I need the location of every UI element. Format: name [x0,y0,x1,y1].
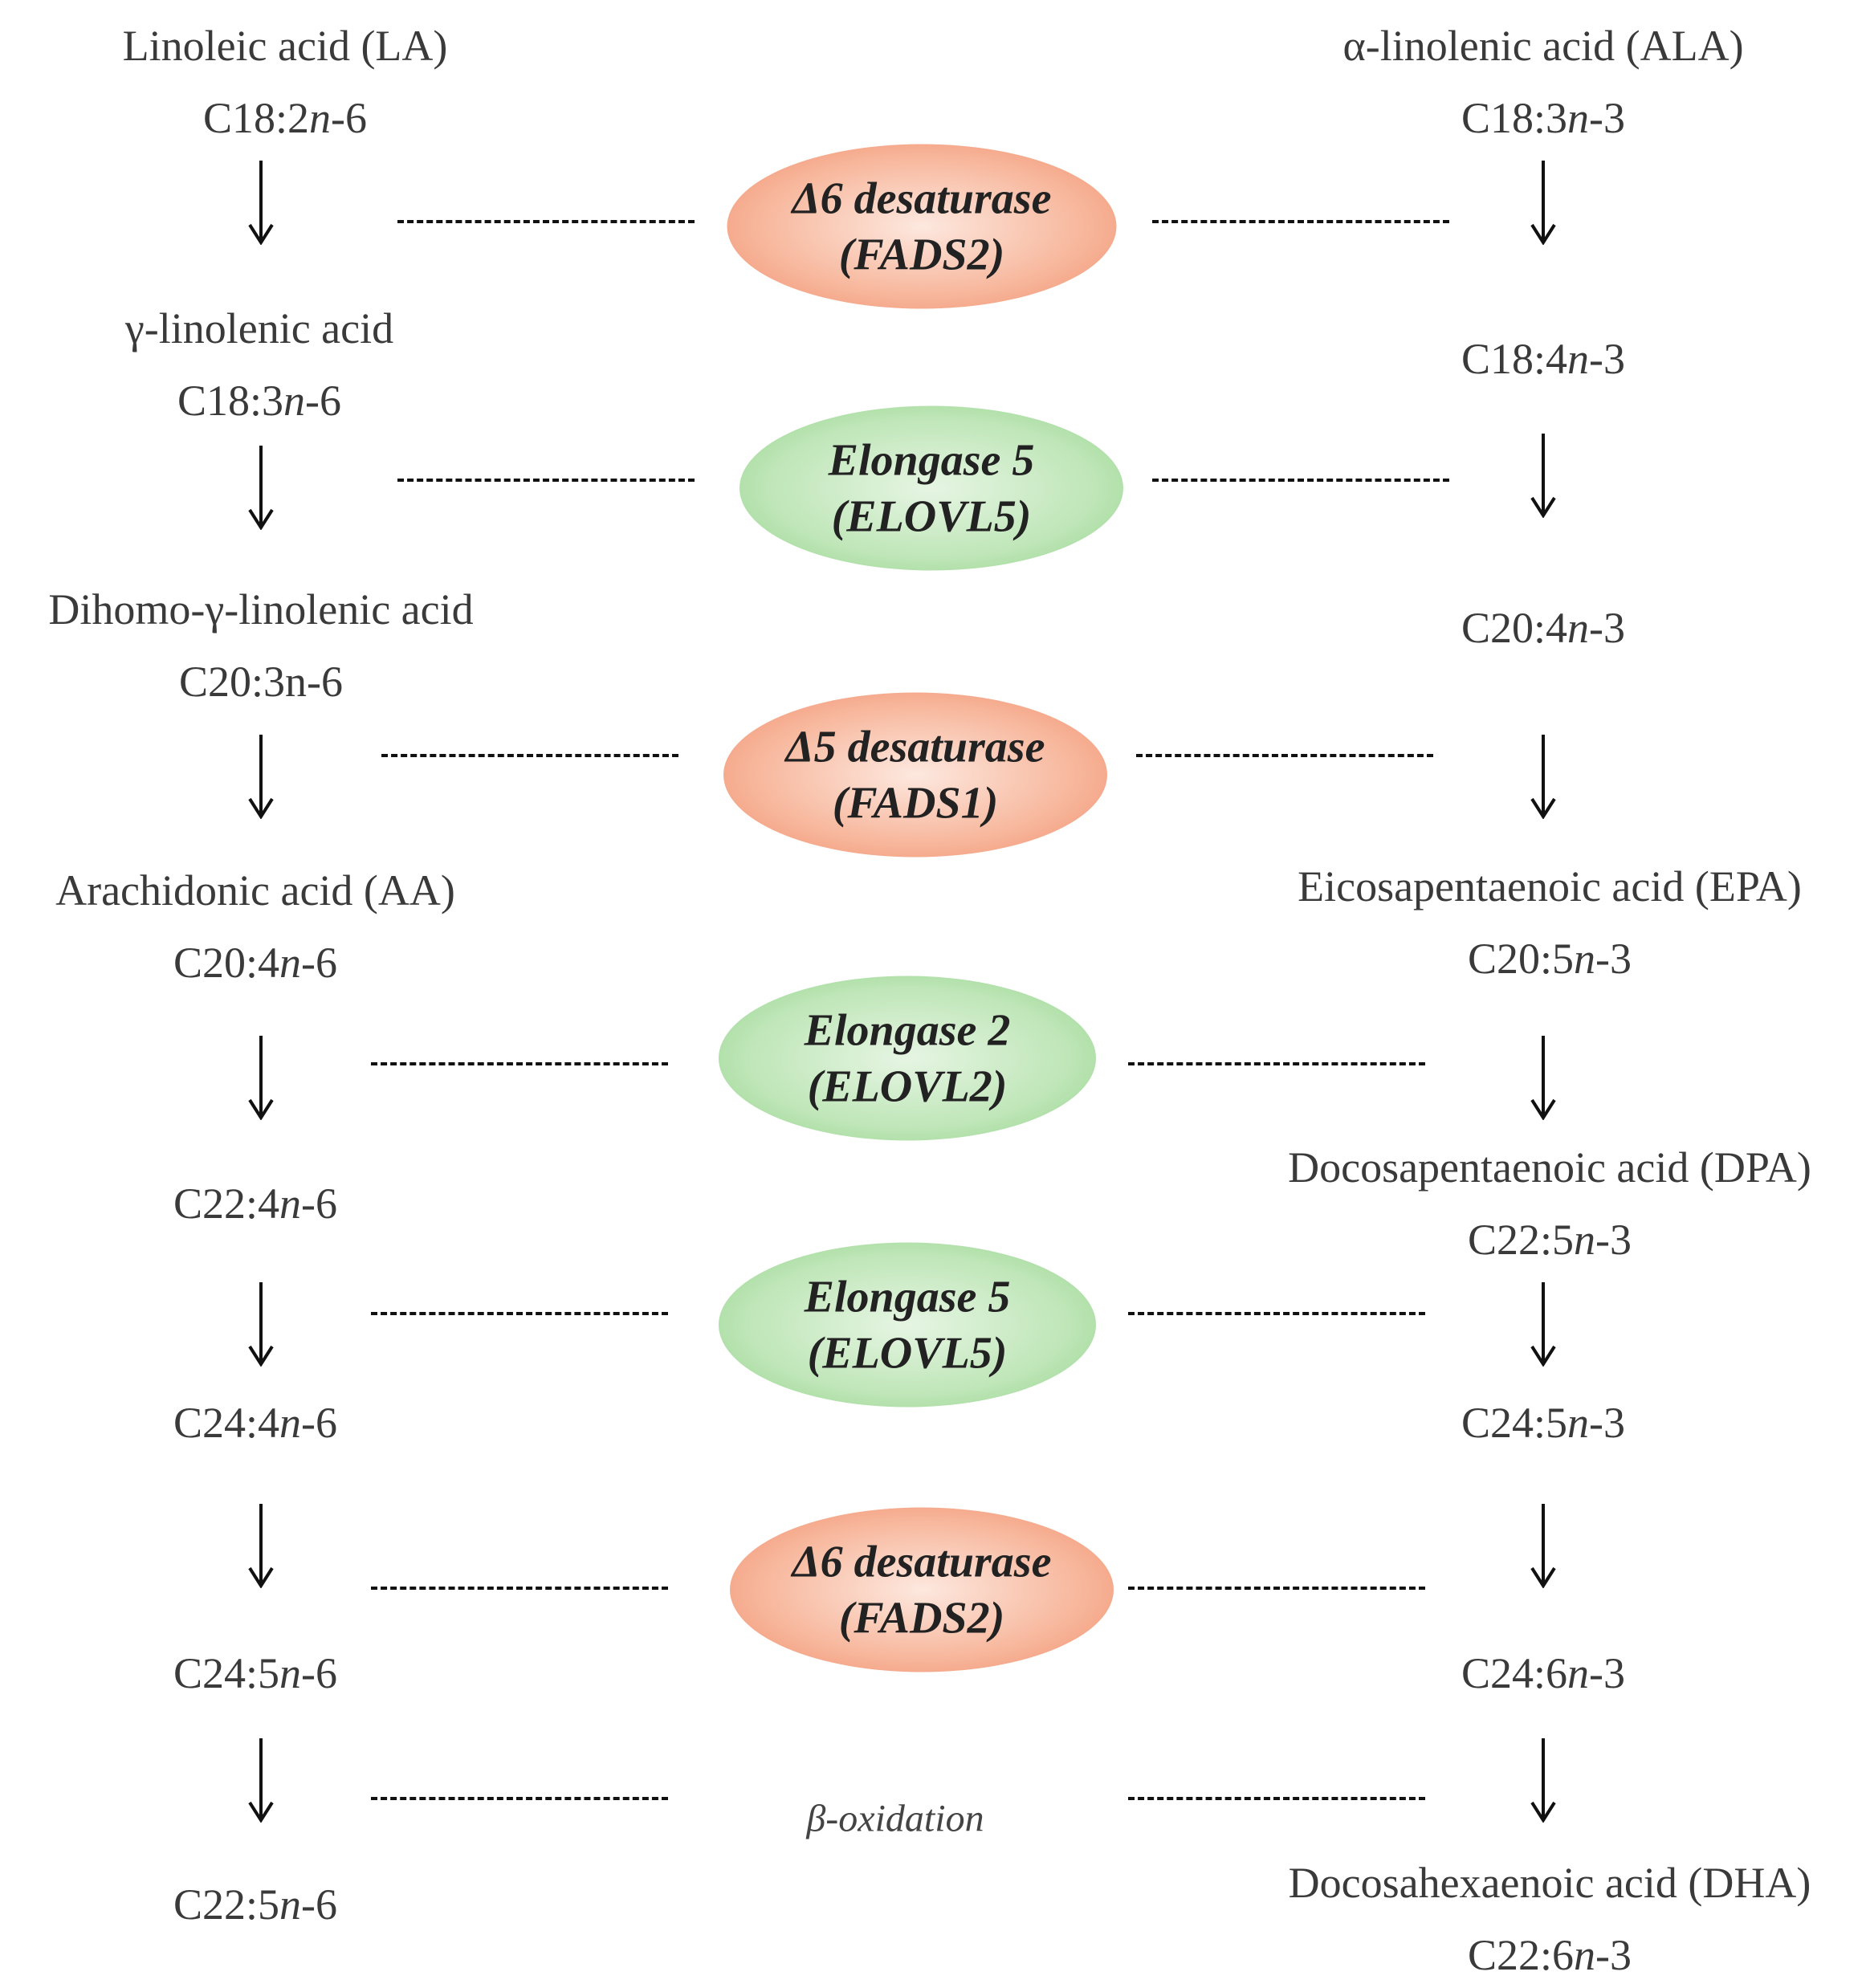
dpa-name: Docosapentaenoic acid (DPA) [1288,1143,1811,1192]
dashed-connector [1128,1062,1425,1065]
enzyme-delta5-desaturase: Δ5 desaturase (FADS1) [723,692,1107,858]
enzyme-delta6-desaturase: Δ6 desaturase (FADS2) [727,144,1117,309]
enzyme-gene: (ELOVL2) [807,1061,1008,1111]
down-arrow-icon [1530,1282,1556,1367]
epa-formula: C20:5n-3 [1467,935,1632,983]
dha-name: Docosahexaenoic acid (DHA) [1288,1859,1811,1907]
dpa-formula: C22:5n-3 [1467,1216,1632,1264]
down-arrow-icon [248,1036,274,1120]
enzyme-name: Elongase 2 [804,1005,1011,1055]
aa-formula: C20:4n-6 [173,939,338,987]
la-formula: C18:2n-6 [202,94,368,142]
dashed-connector [1128,1312,1425,1315]
dashed-connector [1152,479,1449,482]
dha-formula: C22:6n-3 [1467,1931,1632,1979]
dashed-connector [371,1062,668,1065]
enzyme-name: Δ6 desaturase [792,1537,1052,1587]
dashed-connector [397,479,695,482]
down-arrow-icon [1530,1738,1556,1823]
dashed-connector [371,1587,668,1590]
c24-4n6: C24:4n-6 [173,1399,338,1447]
enzyme-gene: (FADS2) [838,230,1005,279]
dashed-connector [1128,1797,1425,1800]
down-arrow-icon [248,1504,274,1588]
down-arrow-icon [1530,434,1556,518]
enzyme-elongase-2: Elongase 2 (ELOVL2) [719,976,1096,1141]
dashed-connector [1128,1587,1425,1590]
dashed-connector [371,1312,668,1315]
enzyme-gene: (FADS2) [838,1593,1005,1643]
down-arrow-icon [1530,1036,1556,1120]
la-name: Linoleic acid (LA) [122,22,448,70]
enzyme-name: Δ5 desaturase [785,722,1045,772]
enzyme-elongase-5: Elongase 5 (ELOVL5) [719,1242,1096,1407]
enzyme-gene: (FADS1) [832,778,999,828]
down-arrow-icon [1530,161,1556,245]
c22-4n6: C22:4n-6 [173,1179,338,1228]
enzyme-elongase-5: Elongase 5 (ELOVL5) [739,405,1123,571]
dashed-connector [397,220,695,223]
enzyme-name: Elongase 5 [828,435,1035,485]
ala-formula: C18:3n-3 [1461,94,1626,142]
dashed-connector [1136,754,1433,757]
dgla-formula: C20:3n-6 [178,658,344,706]
c22-5n6: C22:5n-6 [173,1880,338,1929]
gla-name: γ-linolenic acid [124,304,394,352]
down-arrow-icon [248,1738,274,1823]
down-arrow-icon [248,735,274,819]
enzyme-gene: (ELOVL5) [831,491,1032,541]
c24-5n3: C24:5n-3 [1461,1399,1626,1447]
down-arrow-icon [1530,735,1556,819]
enzyme-name: Δ6 desaturase [792,173,1052,223]
down-arrow-icon [248,161,274,245]
epa-name: Eicosapentaenoic acid (EPA) [1298,862,1802,910]
down-arrow-icon [248,446,274,530]
dashed-connector [1152,220,1449,223]
down-arrow-icon [1530,1504,1556,1588]
aa-name: Arachidonic acid (AA) [55,866,455,915]
c24-5n6: C24:5n-6 [173,1649,338,1697]
enzyme-delta6-desaturase: Δ6 desaturase (FADS2) [730,1507,1114,1672]
c18-4n3: C18:4n-3 [1461,335,1626,383]
down-arrow-icon [248,1282,274,1367]
enzyme-gene: (ELOVL5) [807,1328,1008,1378]
dashed-connector [381,754,678,757]
dashed-connector [371,1797,668,1800]
dgla-name: Dihomo-γ-linolenic acid [48,585,474,633]
ala-name: α-linolenic acid (ALA) [1342,22,1744,70]
enzyme-name: Elongase 5 [804,1272,1011,1322]
c24-6n3: C24:6n-3 [1461,1649,1626,1697]
gla-formula: C18:3n-6 [177,377,342,425]
c20-4n3: C20:4n-3 [1461,604,1626,652]
beta-oxidation-label: β-oxidation [806,1797,984,1840]
